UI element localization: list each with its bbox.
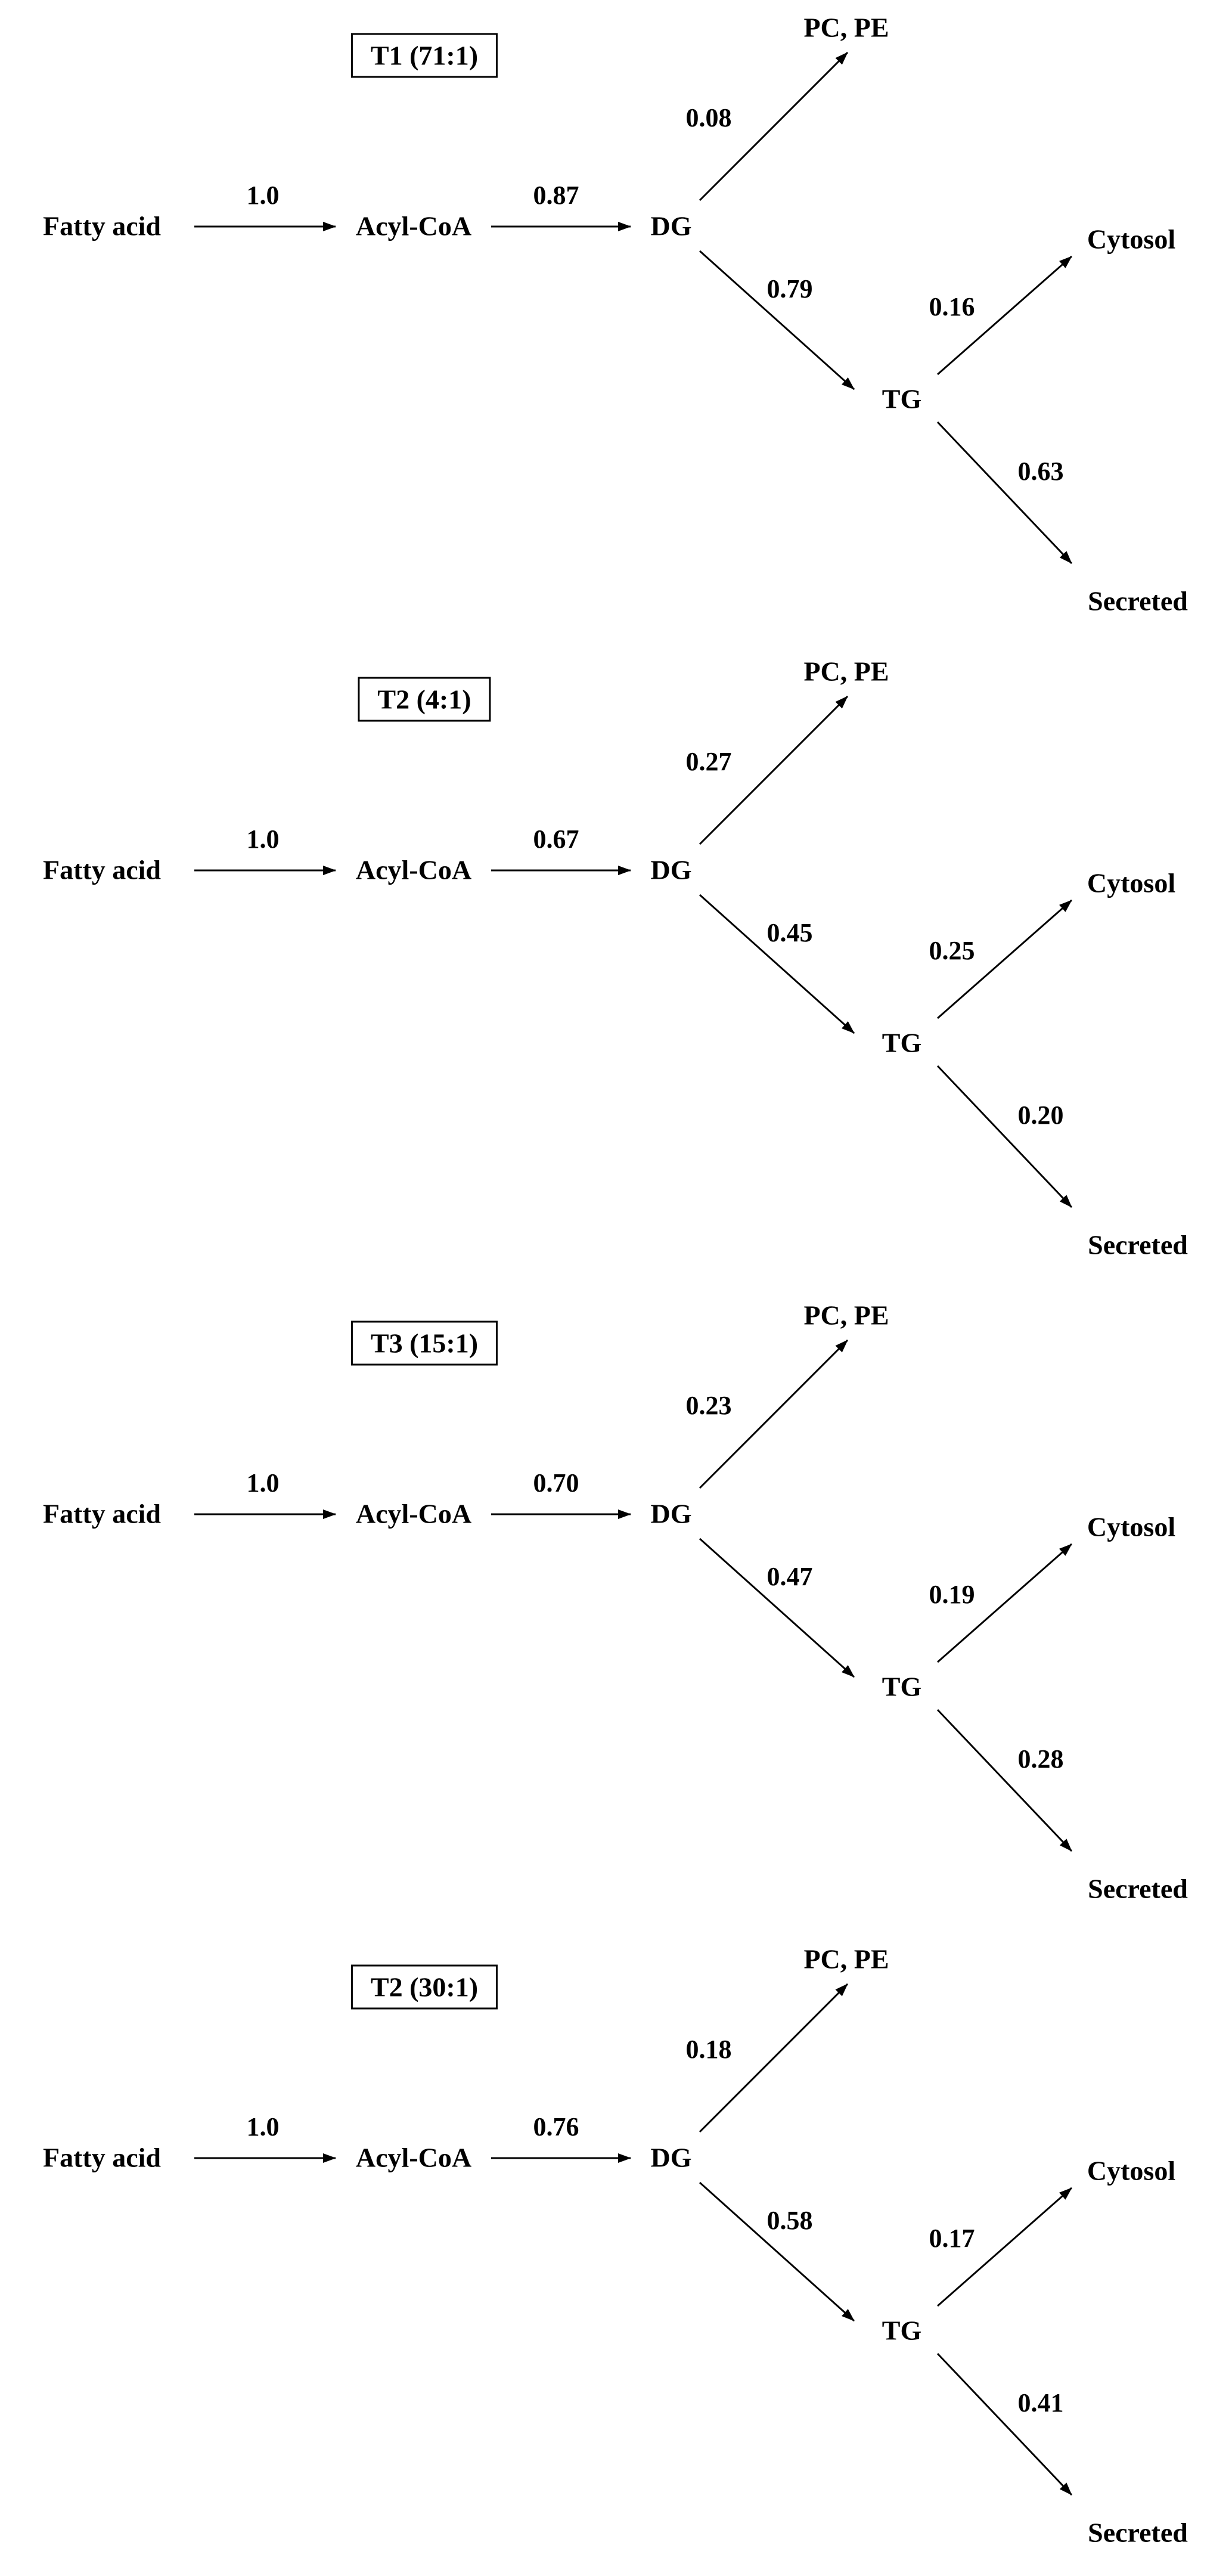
node-dg: DG [650, 2142, 692, 2173]
node-tg: TG [882, 383, 922, 414]
node-tg: TG [882, 1027, 922, 1058]
arrow-dg-to-pcpe [699, 1339, 849, 1489]
node-acyl-coa: Acyl-CoA [355, 210, 472, 241]
flux-dg-to-pcpe: 0.27 [685, 746, 732, 776]
flux-dg-to-tg: 0.47 [766, 1561, 813, 1591]
node-secreted: Secreted [1088, 1229, 1188, 1260]
flux-fattyacid-to-acylcoa: 1.0 [246, 824, 280, 854]
node-secreted: Secreted [1088, 585, 1188, 616]
flux-dg-to-pcpe: 0.23 [685, 1390, 732, 1420]
flux-dg-to-tg: 0.45 [766, 917, 813, 947]
node-acyl-coa: Acyl-CoA [355, 2142, 472, 2173]
arrow-dg-to-tg [699, 894, 855, 1034]
pathway-panel-1: T1 (71:1) Fatty acid Acyl-CoA DG PC, PE … [0, 0, 1232, 644]
arrow-dg-to-tg [699, 2181, 855, 2322]
flux-tg-to-secreted: 0.63 [1017, 456, 1064, 486]
arrow-tg-to-secreted [936, 1065, 1073, 1208]
flux-fattyacid-to-acylcoa: 1.0 [246, 2112, 280, 2141]
node-cytosol: Cytosol [1087, 224, 1176, 255]
flux-arrows [194, 1983, 1073, 2496]
node-tg: TG [882, 1671, 922, 1702]
node-dg: DG [650, 1498, 692, 1529]
flux-dg-to-tg: 0.79 [766, 274, 813, 303]
node-acyl-coa: Acyl-CoA [355, 854, 472, 885]
arrow-dg-to-tg [699, 1537, 855, 1678]
arrow-tg-to-secreted [936, 421, 1073, 565]
flux-arrows [194, 1339, 1073, 1852]
pathway-panel-2: T2 (4:1) Fatty acid Acyl-CoA DG PC, PE T… [0, 644, 1232, 1288]
node-cytosol: Cytosol [1087, 867, 1176, 898]
node-tg: TG [882, 2315, 922, 2346]
flux-tg-to-cytosol: 0.16 [929, 292, 975, 321]
flux-fattyacid-to-acylcoa: 1.0 [246, 180, 280, 210]
treatment-title: T2 (4:1) [358, 677, 491, 722]
flux-tg-to-secreted: 0.20 [1017, 1100, 1064, 1130]
flux-tg-to-cytosol: 0.19 [929, 1579, 975, 1609]
flux-acylcoa-to-dg: 0.70 [533, 1468, 579, 1498]
arrow-tg-to-secreted [936, 2352, 1073, 2496]
node-pc-pe: PC, PE [803, 1943, 889, 1974]
flux-acylcoa-to-dg: 0.67 [533, 824, 579, 854]
arrow-dg-to-pcpe [699, 51, 849, 202]
node-fatty-acid: Fatty acid [42, 210, 162, 241]
arrow-tg-to-cytosol [937, 2187, 1072, 2307]
treatment-title: T1 (71:1) [350, 33, 498, 78]
arrow-dg-to-pcpe [699, 695, 849, 845]
arrow-dg-to-tg [699, 250, 855, 390]
node-pc-pe: PC, PE [803, 1300, 889, 1331]
flux-dg-to-pcpe: 0.18 [685, 2034, 732, 2064]
node-fatty-acid: Fatty acid [42, 2142, 162, 2173]
arrow-tg-to-cytosol [937, 899, 1072, 1019]
flux-fattyacid-to-acylcoa: 1.0 [246, 1468, 280, 1498]
arrow-tg-to-secreted [936, 1709, 1073, 1852]
arrow-dg-to-pcpe [699, 1983, 849, 2133]
treatment-title: T3 (15:1) [350, 1320, 498, 1366]
node-secreted: Secreted [1088, 1873, 1188, 1904]
arrow-tg-to-cytosol [937, 255, 1072, 376]
flux-tg-to-secreted: 0.41 [1017, 2388, 1064, 2417]
node-acyl-coa: Acyl-CoA [355, 1498, 472, 1529]
flux-dg-to-tg: 0.58 [766, 2205, 813, 2235]
pathway-panel-4: T2 (30:1) Fatty acid Acyl-CoA DG PC, PE … [0, 1932, 1232, 2575]
node-pc-pe: PC, PE [803, 12, 889, 43]
flux-acylcoa-to-dg: 0.76 [533, 2112, 579, 2141]
node-pc-pe: PC, PE [803, 656, 889, 687]
node-dg: DG [650, 210, 692, 241]
node-fatty-acid: Fatty acid [42, 854, 162, 885]
node-dg: DG [650, 854, 692, 885]
node-cytosol: Cytosol [1087, 1511, 1176, 1542]
pathway-panel-3: T3 (15:1) Fatty acid Acyl-CoA DG PC, PE … [0, 1288, 1232, 1932]
node-cytosol: Cytosol [1087, 2155, 1176, 2186]
node-fatty-acid: Fatty acid [42, 1498, 162, 1529]
flux-dg-to-pcpe: 0.08 [685, 103, 732, 132]
arrow-tg-to-cytosol [937, 1543, 1072, 1663]
flux-tg-to-cytosol: 0.25 [929, 935, 975, 965]
flux-arrows [194, 695, 1073, 1208]
flux-tg-to-cytosol: 0.17 [929, 2223, 975, 2253]
flux-arrows [194, 51, 1073, 565]
treatment-title: T2 (30:1) [350, 1964, 498, 2010]
flux-tg-to-secreted: 0.28 [1017, 1744, 1064, 1774]
flux-acylcoa-to-dg: 0.87 [533, 180, 579, 210]
node-secreted: Secreted [1088, 2517, 1188, 2548]
